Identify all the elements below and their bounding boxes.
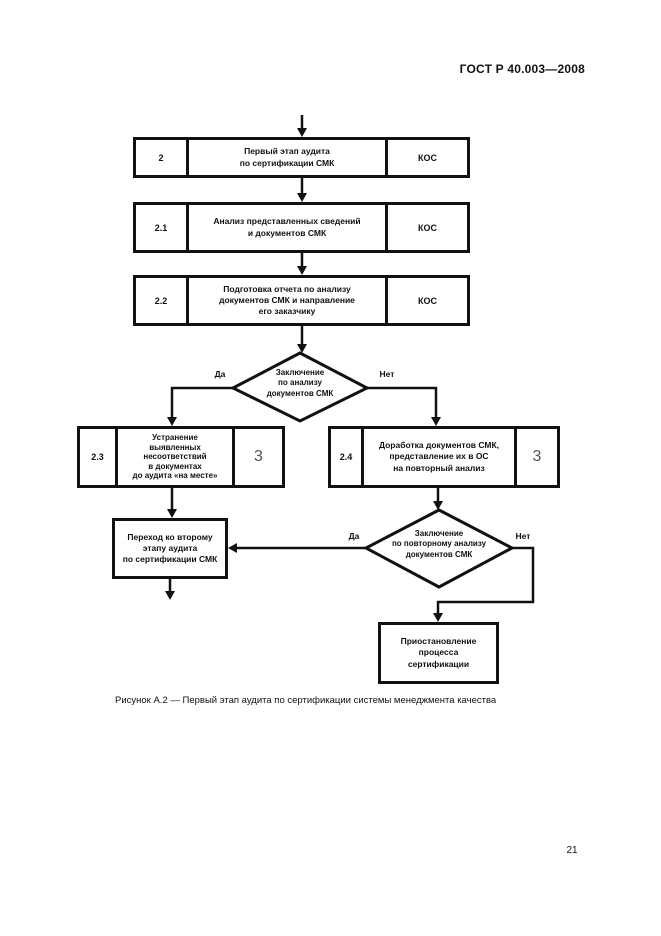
step-number: 2.3 [80,429,118,485]
decision-2-no-label: Нет [515,531,531,541]
arrowhead-rework-box [431,417,441,426]
transition-box: Переход ко второму этапу аудита по серти… [112,518,228,579]
step-label: Устранение выявленных несоответствий в д… [132,433,218,481]
decision-1-label: Заключение по анализу документов СМК [266,368,334,398]
arrowhead-fix-box [167,417,177,426]
document-header: ГОСТ Р 40.003—2008 [459,62,585,76]
flow-step-2-2: 2.2 Подготовка отчета по анализу докумен… [133,275,470,326]
decision-1-no-label: Нет [379,369,395,379]
step-reference: 3 [232,429,282,485]
arrowhead-transition-right [228,543,237,553]
arrowhead-entry [297,128,307,137]
flow-step-2-4: 2.4 Доработка документов СМК, представле… [328,426,560,488]
arrowhead-step22 [297,266,307,275]
decision-2-diamond [362,508,516,589]
arrowhead-decision2 [433,501,443,510]
step-responsible: КОС [385,140,467,175]
step-responsible: КОС [385,278,467,323]
suspension-box: Приостановление процесса сертификации [378,622,499,684]
decision-2-label: Заключение по повторному анализу докумен… [391,529,487,559]
figure-caption: Рисунок А.2 — Первый этап аудита по серт… [115,695,497,706]
step-number: 2 [136,140,189,175]
decision-2-yes-label: Да [348,531,360,541]
step-label: Доработка документов СМК, представление … [378,440,500,473]
step-number: 2.4 [331,429,364,485]
step-number: 2.2 [136,278,189,323]
flow-step-2-3: 2.3 Устранение выявленных несоответствий… [77,426,285,488]
connector-decision1-no [367,386,438,418]
arrowhead-step21 [297,193,307,202]
page-number: 21 [566,845,578,856]
flow-step-2: 2 Первый этап аудита по сертификации СМК… [133,137,470,178]
step-label: Анализ представленных сведений и докумен… [213,216,361,238]
arrowhead-transition-top [167,509,177,518]
connector-decision1-yes [170,386,233,418]
step-label: Первый этап аудита по сертификации СМК [239,146,335,168]
step-reference: 3 [514,429,557,485]
decision-1-yes-label: Да [214,369,226,379]
step-label: Подготовка отчета по анализу документов … [219,283,355,317]
step-number: 2.1 [136,205,189,250]
arrowhead-suspension [433,613,443,622]
arrowhead-exit [165,591,175,600]
arrowhead-decision1 [297,344,307,353]
flow-step-2-1: 2.1 Анализ представленных сведений и док… [133,202,470,253]
step-responsible: КОС [385,205,467,250]
decision-1-diamond [229,351,371,423]
connector-decision2-no [436,546,535,614]
